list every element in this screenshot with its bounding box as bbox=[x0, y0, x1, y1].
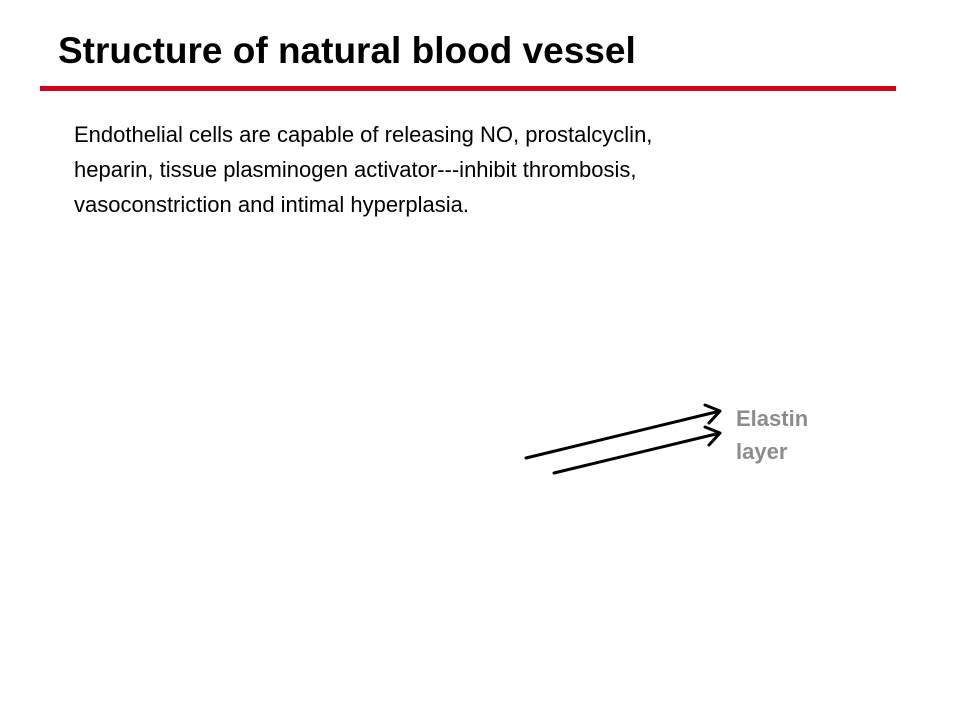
arrow-head bbox=[703, 403, 722, 425]
callout-arrow-upper bbox=[524, 403, 722, 460]
arrow-head bbox=[703, 425, 722, 447]
callout-arrow-lower bbox=[552, 425, 722, 475]
body-line: heparin, tissue plasminogen activator---… bbox=[74, 157, 637, 182]
body-paragraph: Endothelial cells are capable of releasi… bbox=[74, 117, 874, 222]
body-line: vasoconstriction and intimal hyperplasia… bbox=[74, 192, 469, 217]
body-line: Endothelial cells are capable of releasi… bbox=[74, 122, 653, 147]
title-underline-rule bbox=[40, 86, 896, 91]
slide-title: Structure of natural blood vessel bbox=[58, 30, 636, 71]
arrow-shaft bbox=[552, 432, 718, 475]
elastin-layer-label: Elastin layer bbox=[736, 402, 808, 468]
callout-label-line: layer bbox=[736, 439, 788, 464]
arrow-shaft bbox=[524, 410, 718, 460]
callout-label-line: Elastin bbox=[736, 406, 809, 431]
